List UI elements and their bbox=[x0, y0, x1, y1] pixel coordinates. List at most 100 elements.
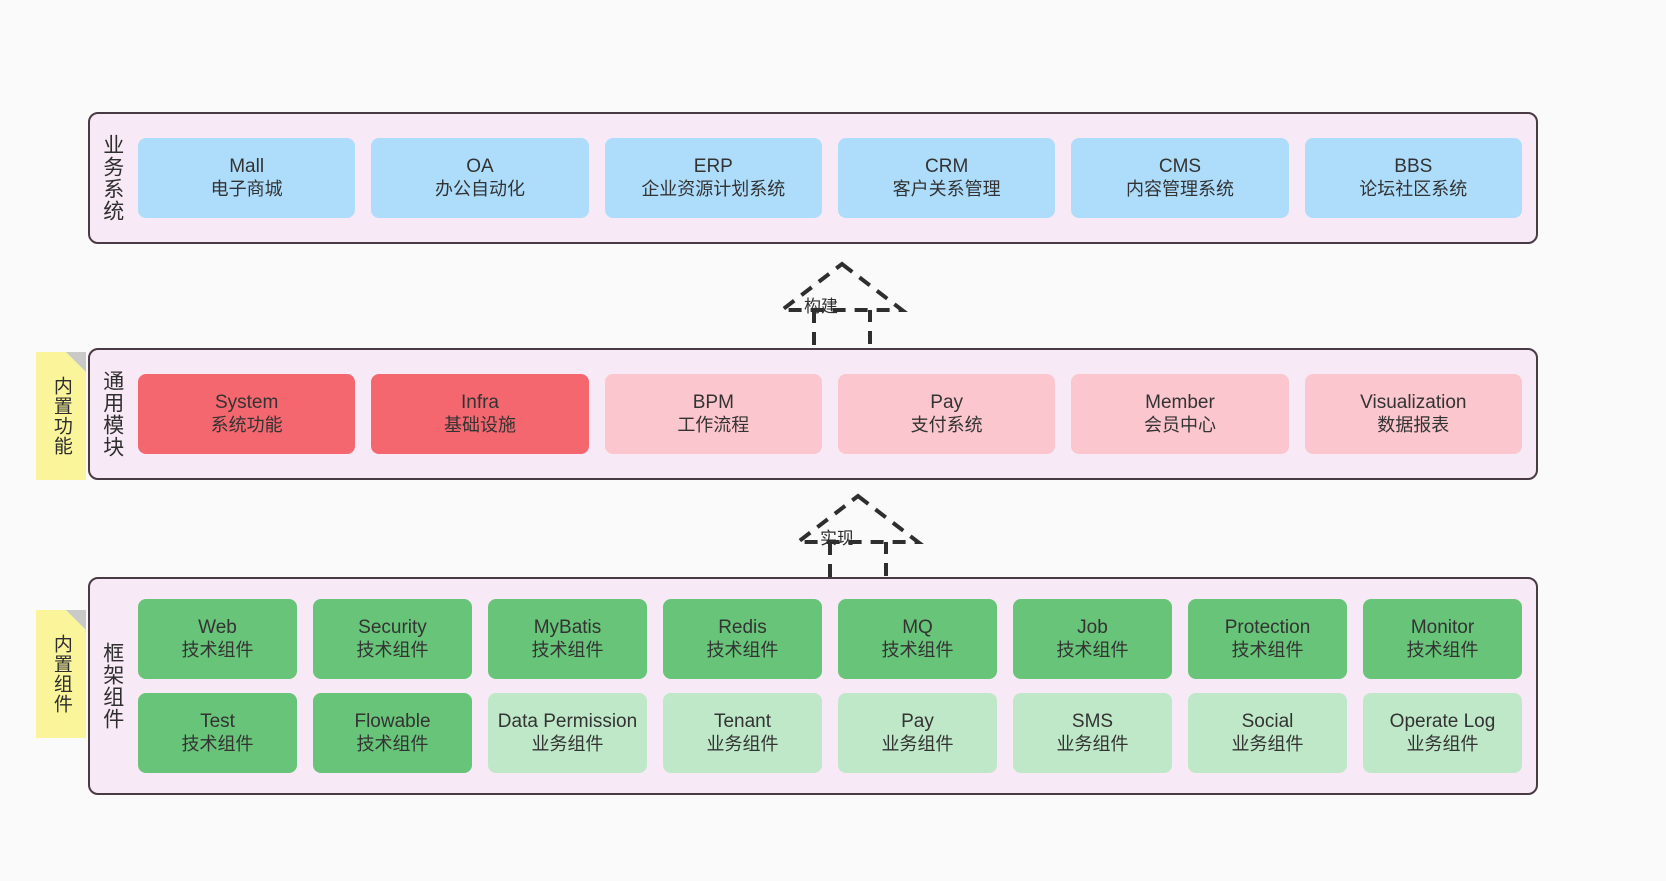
sticky-note-label: 内置功能 bbox=[50, 376, 72, 456]
node-data-permission[interactable]: Data Permission 业务组件 bbox=[488, 693, 647, 773]
node-subtitle: 技术组件 bbox=[356, 733, 429, 754]
node-title: Flowable bbox=[354, 711, 431, 733]
node-title: Job bbox=[1077, 617, 1108, 639]
node-visualization[interactable]: Visualization 数据报表 bbox=[1304, 374, 1522, 454]
node-title: Data Permission bbox=[497, 711, 638, 733]
node-bpm[interactable]: BPM 工作流程 bbox=[604, 374, 822, 454]
node-job[interactable]: Job 技术组件 bbox=[1013, 599, 1172, 679]
layer-title: 通用模块 bbox=[100, 370, 124, 458]
node-title: Pay bbox=[930, 392, 964, 414]
node-bbs[interactable]: BBS 论坛社区系统 bbox=[1304, 138, 1522, 218]
node-mq[interactable]: MQ 技术组件 bbox=[838, 599, 997, 679]
node-title: CRM bbox=[925, 156, 969, 178]
node-title: Pay bbox=[901, 711, 934, 733]
node-title: BPM bbox=[692, 392, 734, 414]
node-subtitle: 技术组件 bbox=[1056, 639, 1129, 660]
node-subtitle: 会员中心 bbox=[1143, 414, 1216, 435]
layer-body: Web 技术组件 Security 技术组件 MyBatis 技术组件 Redi… bbox=[134, 579, 1536, 793]
node-sms[interactable]: SMS 业务组件 bbox=[1013, 693, 1172, 773]
node-security[interactable]: Security 技术组件 bbox=[313, 599, 472, 679]
node-subtitle: 业务组件 bbox=[531, 733, 604, 754]
node-subtitle: 企业资源计划系统 bbox=[641, 178, 786, 199]
node-subtitle: 技术组件 bbox=[706, 639, 779, 660]
connector-implement-arrow: 实现 bbox=[768, 490, 948, 590]
node-subtitle: 电子商城 bbox=[210, 178, 283, 199]
node-infra[interactable]: Infra 基础设施 bbox=[371, 374, 589, 454]
node-pay-business[interactable]: Pay 业务组件 bbox=[838, 693, 997, 773]
node-title: Test bbox=[200, 711, 235, 733]
node-title: Tenant bbox=[713, 711, 772, 733]
node-subtitle: 技术组件 bbox=[181, 639, 254, 660]
node-title: Visualization bbox=[1360, 392, 1467, 414]
node-tenant[interactable]: Tenant 业务组件 bbox=[663, 693, 822, 773]
node-mall[interactable]: Mall 电子商城 bbox=[138, 138, 356, 218]
node-title: Protection bbox=[1224, 617, 1311, 639]
node-subtitle: 办公自动化 bbox=[434, 178, 525, 199]
node-subtitle: 内容管理系统 bbox=[1125, 178, 1234, 199]
node-subtitle: 技术组件 bbox=[881, 639, 954, 660]
node-row: Test 技术组件 Flowable 技术组件 Data Permission … bbox=[138, 693, 1522, 773]
node-subtitle: 业务组件 bbox=[1406, 733, 1479, 754]
node-monitor[interactable]: Monitor 技术组件 bbox=[1363, 599, 1522, 679]
node-subtitle: 基础设施 bbox=[443, 414, 516, 435]
sticky-note-builtin-components: 内置组件 bbox=[36, 610, 86, 738]
node-oa[interactable]: OA 办公自动化 bbox=[371, 138, 589, 218]
node-title: Social bbox=[1241, 711, 1294, 733]
node-subtitle: 业务组件 bbox=[706, 733, 779, 754]
layer-body: Mall 电子商城 OA 办公自动化 ERP 企业资源计划系统 CRM 客户关系… bbox=[134, 114, 1536, 242]
layer-business-systems: 业务系统 Mall 电子商城 OA 办公自动化 ERP 企业资源计划系统 CRM… bbox=[88, 112, 1538, 244]
sticky-note-label: 内置组件 bbox=[50, 634, 72, 714]
node-title: SMS bbox=[1071, 711, 1114, 733]
node-row: Web 技术组件 Security 技术组件 MyBatis 技术组件 Redi… bbox=[138, 599, 1522, 679]
node-subtitle: 系统功能 bbox=[210, 414, 283, 435]
node-subtitle: 技术组件 bbox=[1231, 639, 1304, 660]
node-title: OA bbox=[466, 156, 494, 178]
layer-framework-components: 框架组件 Web 技术组件 Security 技术组件 MyBatis 技术组件… bbox=[88, 577, 1538, 795]
node-title: ERP bbox=[693, 156, 733, 178]
node-pay[interactable]: Pay 支付系统 bbox=[837, 374, 1056, 454]
node-test[interactable]: Test 技术组件 bbox=[138, 693, 297, 773]
node-row: System 系统功能 Infra 基础设施 BPM 工作流程 Pay 支付系统… bbox=[138, 374, 1522, 454]
node-erp[interactable]: ERP 企业资源计划系统 bbox=[604, 138, 822, 218]
connector-label: 实现 bbox=[820, 529, 854, 548]
node-subtitle: 客户关系管理 bbox=[892, 178, 1001, 199]
node-subtitle: 业务组件 bbox=[881, 733, 954, 754]
node-title: Member bbox=[1145, 392, 1215, 414]
node-flowable[interactable]: Flowable 技术组件 bbox=[313, 693, 472, 773]
dashed-triangle-arrow-icon bbox=[776, 261, 908, 356]
sticky-note-builtin-features: 内置功能 bbox=[36, 352, 86, 480]
node-title: BBS bbox=[1394, 156, 1433, 178]
node-redis[interactable]: Redis 技术组件 bbox=[663, 599, 822, 679]
node-row: Mall 电子商城 OA 办公自动化 ERP 企业资源计划系统 CRM 客户关系… bbox=[138, 138, 1522, 218]
node-subtitle: 技术组件 bbox=[356, 639, 429, 660]
connector-label: 构建 bbox=[804, 297, 838, 316]
node-title: Monitor bbox=[1410, 617, 1475, 639]
node-subtitle: 数据报表 bbox=[1377, 414, 1450, 435]
node-title: Web bbox=[198, 617, 237, 639]
node-subtitle: 论坛社区系统 bbox=[1359, 178, 1468, 199]
node-subtitle: 技术组件 bbox=[531, 639, 604, 660]
node-social[interactable]: Social 业务组件 bbox=[1188, 693, 1347, 773]
node-subtitle: 业务组件 bbox=[1056, 733, 1129, 754]
node-title: Mall bbox=[229, 156, 265, 178]
node-protection[interactable]: Protection 技术组件 bbox=[1188, 599, 1347, 679]
node-cms[interactable]: CMS 内容管理系统 bbox=[1071, 138, 1289, 218]
node-title: CMS bbox=[1158, 156, 1202, 178]
node-web[interactable]: Web 技术组件 bbox=[138, 599, 297, 679]
node-subtitle: 支付系统 bbox=[910, 414, 983, 435]
node-title: Operate Log bbox=[1389, 711, 1496, 733]
connector-build-arrow: 构建 bbox=[752, 258, 932, 358]
dashed-triangle-arrow-icon bbox=[792, 493, 924, 588]
node-member[interactable]: Member 会员中心 bbox=[1071, 374, 1289, 454]
node-mybatis[interactable]: MyBatis 技术组件 bbox=[488, 599, 647, 679]
node-title: Infra bbox=[460, 392, 499, 414]
layer-body: System 系统功能 Infra 基础设施 BPM 工作流程 Pay 支付系统… bbox=[134, 350, 1536, 478]
node-crm[interactable]: CRM 客户关系管理 bbox=[837, 138, 1056, 218]
node-subtitle: 技术组件 bbox=[1406, 639, 1479, 660]
node-system[interactable]: System 系统功能 bbox=[138, 374, 356, 454]
node-title: System bbox=[214, 392, 279, 414]
layer-title: 框架组件 bbox=[100, 642, 124, 730]
node-operate-log[interactable]: Operate Log 业务组件 bbox=[1363, 693, 1522, 773]
layer-title: 业务系统 bbox=[100, 134, 124, 222]
